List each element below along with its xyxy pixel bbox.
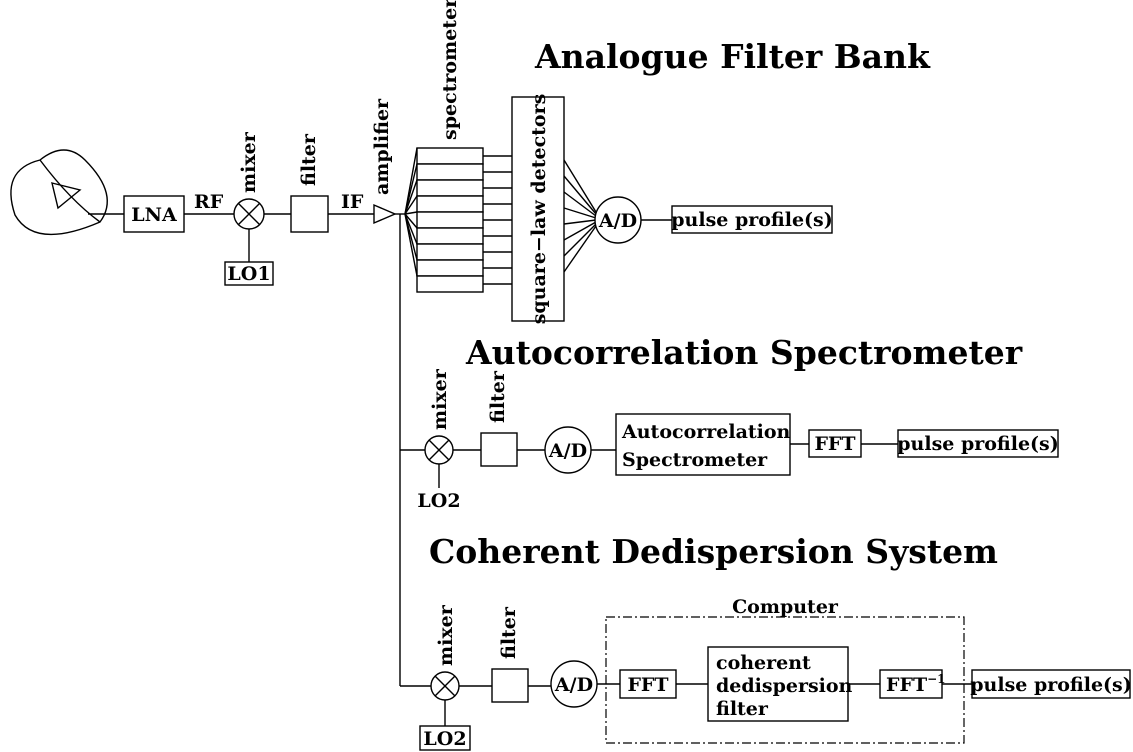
filter-1-box bbox=[290, 195, 329, 233]
computer-boundary bbox=[605, 616, 965, 744]
pulse-profile-3-label: pulse profile(s) bbox=[970, 674, 1131, 696]
title-autocorrelation-spectrometer: Autocorrelation Spectrometer bbox=[465, 333, 1023, 372]
rf-label: RF bbox=[194, 191, 224, 213]
acs-label-line1: Autocorrelation bbox=[621, 421, 791, 443]
inverse-fft-superscript: −1 bbox=[927, 672, 945, 686]
autocorrelation-spectrometer-box bbox=[615, 413, 791, 476]
title-coherent-dedispersion-system: Coherent Dedispersion System bbox=[429, 532, 998, 571]
spectrometer-label: spectrometer bbox=[439, 0, 461, 140]
filter-1-label: filter bbox=[298, 133, 320, 186]
dd-label-line2: dedispersion bbox=[716, 675, 853, 697]
lo1-label: LO1 bbox=[227, 263, 270, 285]
radio-dish-icon bbox=[10, 149, 124, 236]
inverse-fft-text: FFT bbox=[886, 674, 927, 696]
filter-3-box bbox=[491, 668, 529, 703]
lo2-a-label: LO2 bbox=[417, 490, 460, 512]
square-law-detectors-box bbox=[511, 96, 565, 322]
pulse-profile-2-label: pulse profile(s) bbox=[897, 433, 1058, 455]
lo1-box bbox=[224, 261, 274, 286]
mixer-1-icon bbox=[233, 198, 265, 230]
fft-a-box bbox=[808, 429, 862, 458]
lo2-b-box bbox=[419, 725, 471, 751]
if-label: IF bbox=[341, 191, 364, 213]
amplifier-icon bbox=[373, 203, 397, 225]
mixer-2-label: mixer bbox=[429, 368, 451, 430]
dd-label-line1: coherent bbox=[716, 652, 811, 674]
coherent-dedispersion-filter-box bbox=[707, 646, 849, 722]
mixer-2-icon bbox=[424, 435, 454, 465]
mixer-1-label: mixer bbox=[238, 131, 260, 193]
computer-label: Computer bbox=[732, 596, 839, 618]
mixer-3-icon bbox=[430, 671, 460, 701]
amplifier-label: amplifier bbox=[371, 98, 393, 195]
square-law-detectors-label: square−law detectors bbox=[528, 94, 550, 325]
pulse-profile-2-box bbox=[897, 429, 1059, 458]
pulse-profile-1-label: pulse profile(s) bbox=[671, 209, 832, 231]
ad-2-label: A/D bbox=[548, 440, 587, 462]
fft-b-label: FFT bbox=[627, 674, 668, 696]
dd-label-line3: filter bbox=[716, 698, 769, 720]
lo2-b-label: LO2 bbox=[423, 728, 466, 750]
filter-2-label: filter bbox=[487, 370, 509, 423]
pulse-profile-1-box bbox=[671, 205, 833, 234]
ad-3-label: A/D bbox=[554, 674, 593, 696]
fft-a-label: FFT bbox=[814, 433, 855, 455]
mixer-3-label: mixer bbox=[435, 604, 457, 666]
lna-label: LNA bbox=[131, 204, 177, 226]
title-analogue-filter-bank: Analogue Filter Bank bbox=[534, 37, 931, 76]
fft-b-box bbox=[619, 669, 677, 699]
inverse-fft-label: FFT−1 bbox=[886, 672, 946, 696]
ad-1-label: A/D bbox=[598, 210, 637, 232]
pulse-profile-3-box bbox=[971, 669, 1131, 699]
acs-label-line2: Spectrometer bbox=[622, 449, 768, 471]
filter-3-label: filter bbox=[498, 606, 520, 659]
filter-bank-channels bbox=[404, 147, 512, 293]
filter-2-box bbox=[480, 432, 518, 467]
detector-fan-lines bbox=[563, 159, 597, 273]
